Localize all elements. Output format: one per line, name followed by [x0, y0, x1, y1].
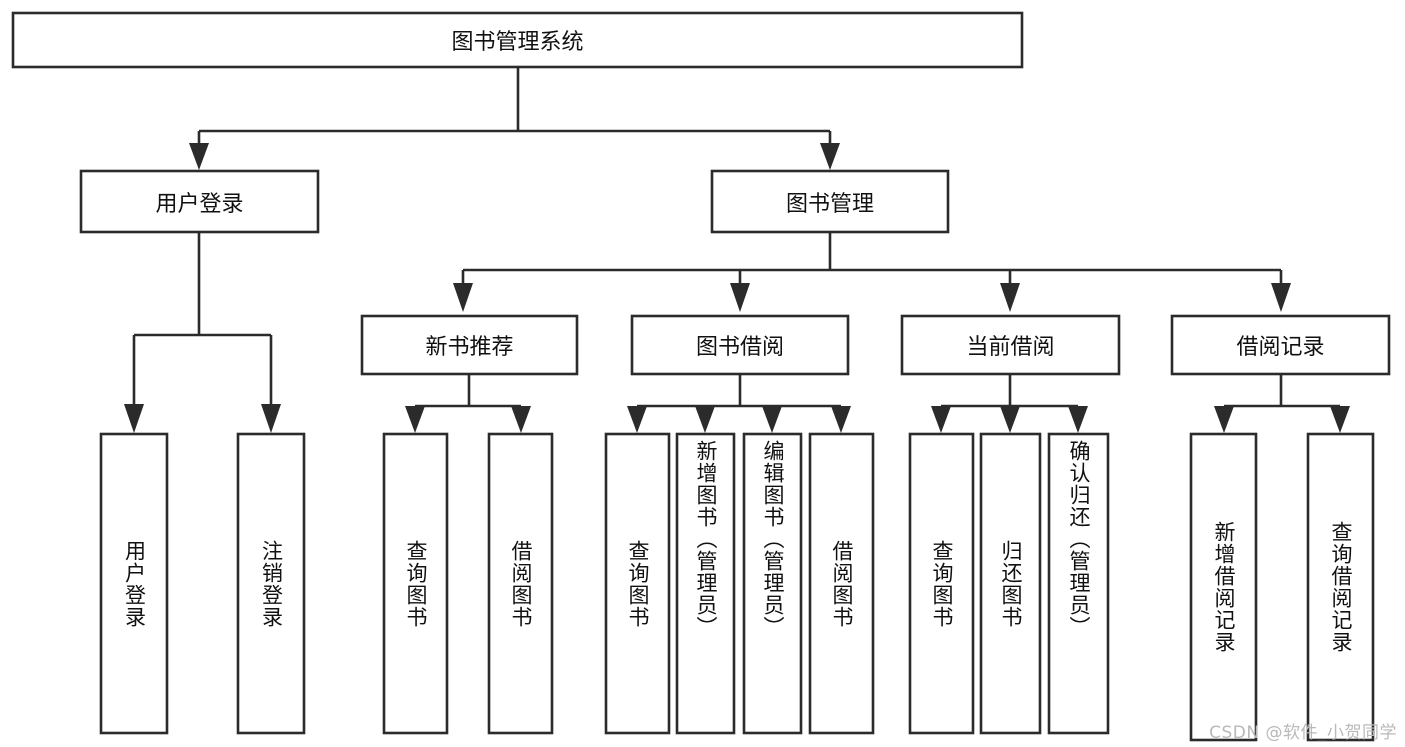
arrow-head-leaf-borrow-book-1	[511, 406, 531, 433]
node-box-leaf-borrow-book-2[interactable]	[808, 432, 875, 735]
arrow-head-leaf-add-record	[1214, 406, 1234, 433]
node-box-new-book-recommend[interactable]	[360, 314, 579, 376]
arrow-head-leaf-query-record	[1330, 406, 1350, 433]
node-box-leaf-borrow-book-1[interactable]	[487, 432, 554, 735]
arrow-head-leaf-user-login	[124, 404, 144, 433]
arrow-head-leaf-confirm-return	[1068, 406, 1088, 433]
arrow-head-leaf-add-book	[695, 406, 715, 433]
node-box-current-borrow[interactable]	[900, 314, 1121, 376]
arrow-head-leaf-edit-book	[762, 406, 782, 433]
node-box-leaf-user-login[interactable]	[99, 432, 169, 735]
arrow-head-book-management	[820, 143, 840, 170]
node-box-leaf-confirm-return[interactable]	[1047, 432, 1110, 735]
node-box-leaf-logout-login[interactable]	[236, 432, 306, 735]
arrow-head-current-borrow	[1000, 283, 1020, 312]
arrow-head-leaf-logout-login	[261, 404, 281, 433]
node-box-borrow-record[interactable]	[1170, 314, 1391, 376]
arrow-head-borrow-record	[1271, 283, 1291, 312]
arrow-head-new-book-recommend	[453, 283, 473, 312]
arrow-head-leaf-borrow-book-2	[831, 406, 851, 433]
arrow-head-leaf-query-book-2	[627, 406, 647, 433]
node-box-leaf-return-book[interactable]	[979, 432, 1042, 735]
arrow-head-leaf-return-book	[1000, 406, 1020, 433]
node-box-root[interactable]	[11, 11, 1024, 69]
connector-layer	[124, 67, 1350, 433]
arrow-head-leaf-query-book-1	[405, 406, 425, 433]
node-box-leaf-query-book-2[interactable]	[604, 432, 671, 735]
node-layer	[11, 11, 1391, 742]
node-box-leaf-query-record[interactable]	[1306, 432, 1375, 742]
node-box-leaf-add-record[interactable]	[1189, 432, 1258, 742]
node-box-leaf-edit-book[interactable]	[742, 432, 803, 735]
node-box-user-login[interactable]	[79, 169, 320, 234]
node-box-leaf-query-book-1[interactable]	[382, 432, 449, 735]
node-box-leaf-add-book[interactable]	[675, 432, 736, 735]
arrow-head-leaf-query-book-3	[931, 406, 951, 433]
node-box-book-borrow[interactable]	[630, 314, 850, 376]
node-box-book-management[interactable]	[710, 169, 950, 234]
arrow-head-user-login	[189, 143, 209, 170]
node-box-leaf-query-book-3[interactable]	[908, 432, 975, 735]
arrow-head-book-borrow	[730, 283, 750, 312]
